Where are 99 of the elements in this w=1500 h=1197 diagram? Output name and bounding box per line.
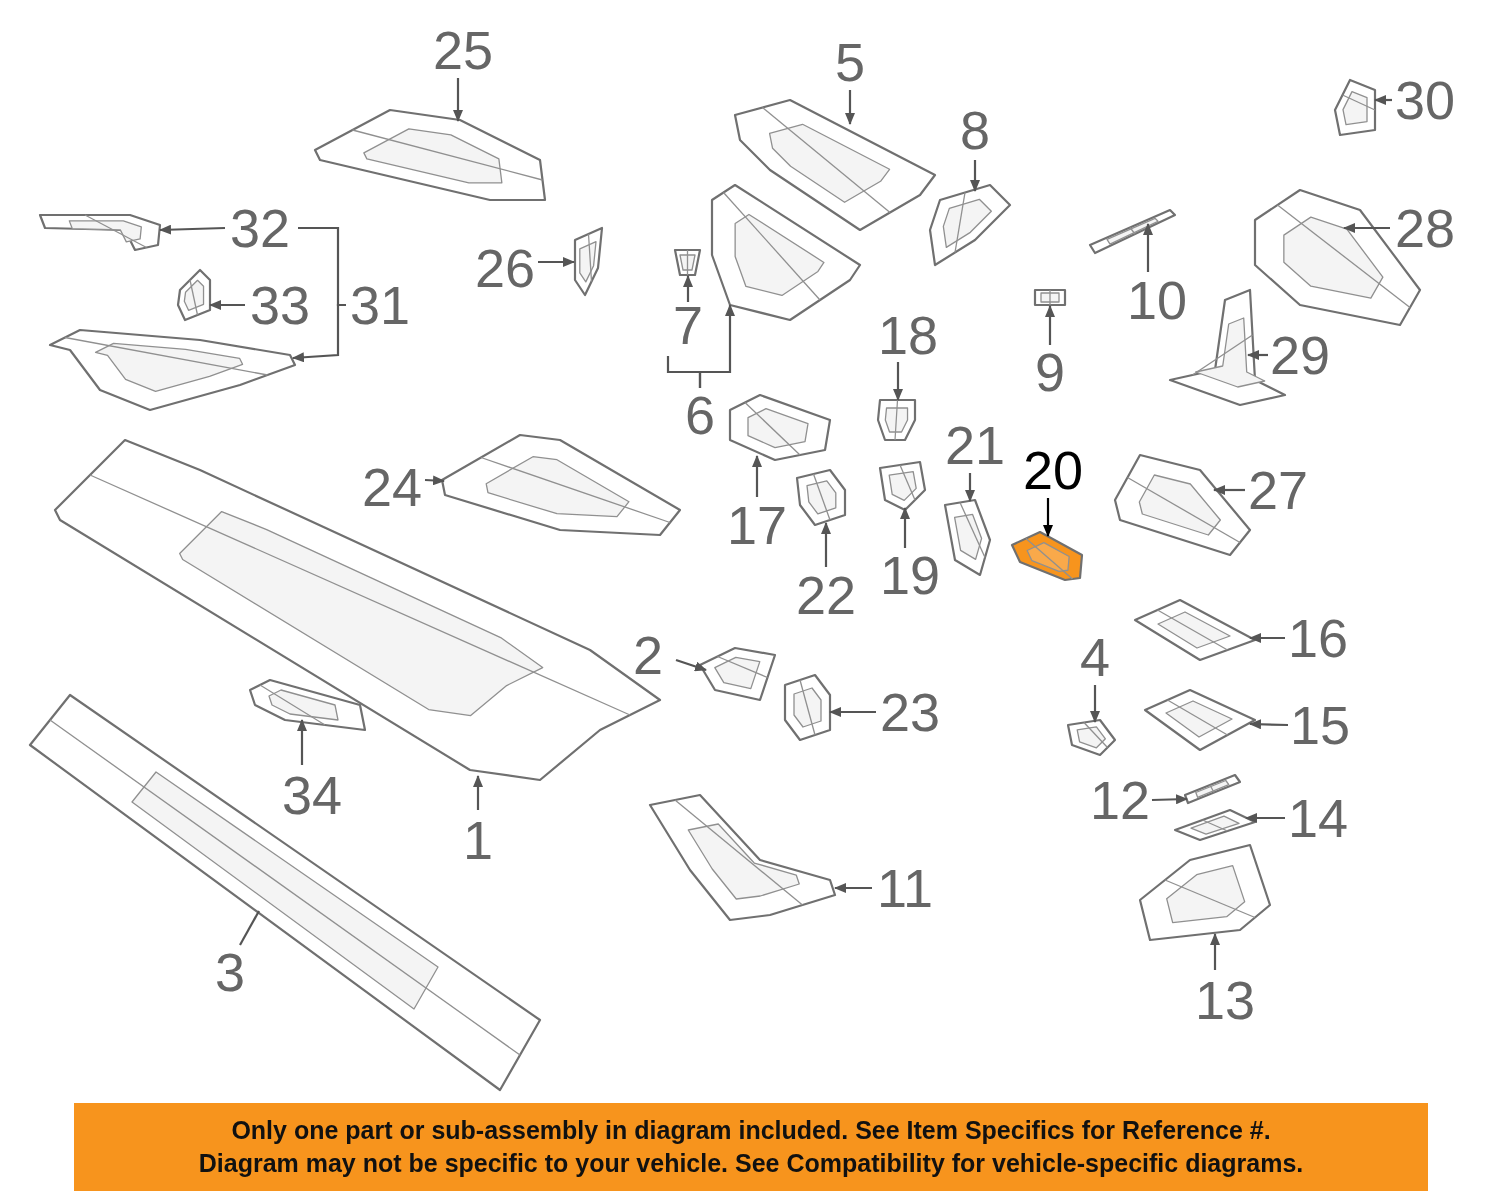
callout-number: 22 [795, 568, 857, 622]
callout-number: 30 [1394, 73, 1456, 127]
part-drawing [1333, 78, 1377, 137]
part-drawing [928, 183, 1012, 267]
leader-line [893, 362, 903, 401]
callout-number: 20 [1022, 443, 1084, 497]
leader-line [1374, 95, 1392, 105]
callout-number: 3 [215, 945, 245, 999]
part-drawing [440, 433, 682, 537]
part-drawing [795, 468, 847, 527]
callout-number: 32 [229, 201, 291, 255]
leader-line [1151, 794, 1188, 805]
leader-line [1245, 813, 1285, 823]
part-drawing [1183, 773, 1242, 805]
part-drawing [573, 226, 604, 297]
part-drawing [1143, 688, 1257, 752]
leader-line [821, 522, 831, 567]
callout-number: 10 [1126, 273, 1188, 327]
callout-number: 26 [474, 241, 536, 295]
callout-number: 2 [633, 628, 663, 682]
callout-number: 7 [673, 298, 703, 352]
leader-line [900, 507, 910, 548]
leader-line [834, 883, 872, 893]
callout-number: 34 [281, 768, 343, 822]
leader-line [1143, 223, 1153, 272]
part-drawing [1088, 208, 1177, 255]
notice-text: Only one part or sub-assembly in diagram included. See Item Specifics for Reference #. [231, 1116, 1271, 1145]
part-drawing [48, 328, 297, 412]
callout-number: 9 [1035, 345, 1065, 399]
leader-line [829, 707, 876, 717]
leader-line [453, 78, 463, 122]
part-drawing [176, 268, 212, 322]
callout-number: 23 [879, 685, 941, 739]
part-drawing [728, 393, 832, 462]
callout-number: 29 [1269, 328, 1331, 382]
leader-line [1213, 485, 1245, 495]
part-drawing [28, 693, 542, 1092]
notice-banner [74, 1103, 1428, 1191]
part-drawing [248, 678, 367, 732]
part-drawing [1173, 808, 1257, 842]
leader-line [683, 275, 693, 302]
part-drawing [943, 498, 992, 577]
callout-number: 28 [1394, 201, 1456, 255]
callout-number: 16 [1287, 611, 1349, 665]
callout-number: 11 [876, 861, 934, 915]
part-drawing [1010, 530, 1084, 582]
leader-line [1343, 223, 1390, 233]
callout-number: 6 [685, 388, 715, 442]
notice-text: Diagram may not be specific to your vehicle. See Compatibility for vehicle-specific diagrams. [198, 1149, 1304, 1178]
leader-line [297, 719, 307, 765]
callout-number: 14 [1287, 791, 1349, 845]
leader-line [538, 257, 575, 267]
part-drawing [1033, 288, 1067, 307]
callout-number: 31 [349, 278, 411, 332]
leader-line [209, 300, 245, 310]
part-drawing [38, 213, 162, 252]
leader-line [1045, 305, 1055, 345]
leader-line [1043, 498, 1053, 537]
part-drawing [698, 646, 777, 702]
leader-line [1249, 633, 1285, 643]
callout-number: 25 [432, 23, 494, 77]
leader-line [965, 473, 975, 502]
callout-number: 8 [960, 103, 990, 157]
callout-number: 17 [726, 498, 788, 552]
callout-number: 27 [1247, 463, 1309, 517]
leader-line [1249, 719, 1289, 730]
callout-number: 1 [463, 813, 493, 867]
leader-line [666, 356, 702, 388]
leader-line [845, 90, 855, 125]
leader-line [1090, 685, 1100, 723]
leader-line [473, 775, 483, 810]
leader-line [239, 910, 260, 946]
callout-number: 12 [1089, 773, 1151, 827]
part-drawing [783, 673, 832, 742]
part-drawing [1066, 718, 1117, 757]
callout-number: 18 [877, 308, 939, 362]
part-drawing [878, 460, 927, 512]
callout-number: 15 [1289, 698, 1351, 752]
leader-line [675, 658, 707, 672]
part-drawing [1133, 598, 1257, 662]
part-drawing [648, 793, 837, 922]
callout-number: 33 [249, 278, 311, 332]
part-drawing [1113, 453, 1252, 557]
leader-line [1210, 933, 1220, 970]
leader-line [159, 224, 226, 235]
callout-number: 19 [879, 548, 941, 602]
leader-line [970, 160, 980, 192]
part-drawing [876, 398, 917, 442]
part-drawing [710, 183, 862, 322]
callout-number: 21 [944, 418, 1006, 472]
leader-line [1247, 350, 1268, 360]
callout-number: 4 [1080, 630, 1110, 684]
leader-line [424, 475, 445, 486]
part-drawing [673, 248, 702, 277]
callout-number: 5 [835, 35, 865, 89]
leader-line [752, 455, 762, 497]
part-drawing [313, 108, 547, 202]
callout-number: 24 [361, 460, 423, 514]
callout-number: 13 [1194, 973, 1256, 1027]
